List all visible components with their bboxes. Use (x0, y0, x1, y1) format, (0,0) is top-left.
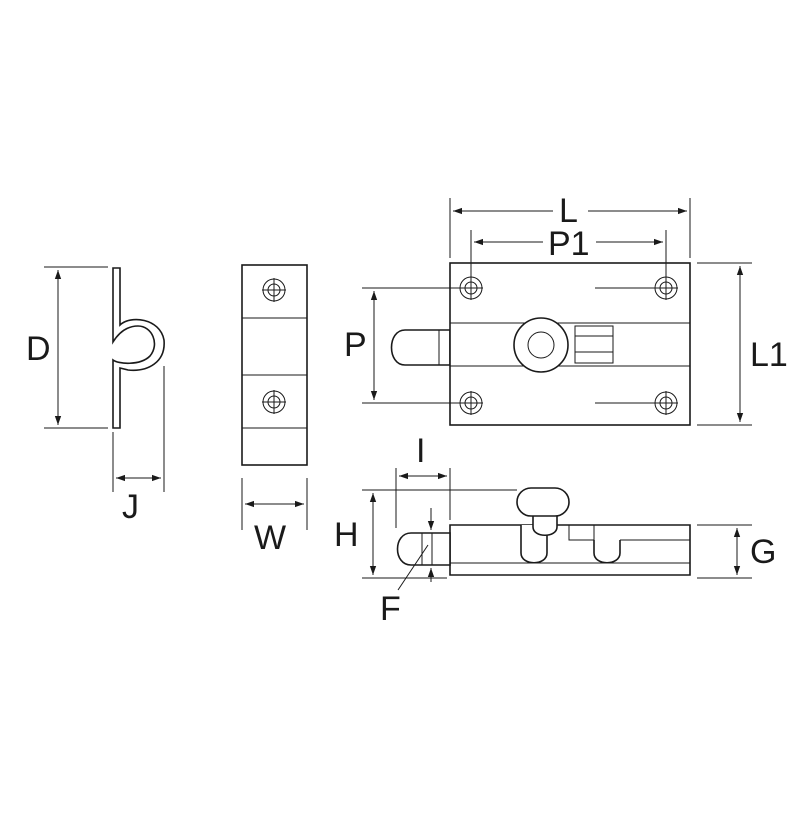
dimension-w: W (241, 478, 308, 557)
screw-hole-icon (654, 391, 678, 415)
strike-plate-side-view (112, 267, 165, 429)
barrel-bolt-side-view (396, 487, 691, 576)
label-l: L (559, 192, 578, 230)
dimension-p: P (344, 287, 459, 404)
dimension-j: J (112, 366, 165, 526)
screw-hole-icon (654, 276, 678, 300)
label-h: H (334, 516, 359, 554)
screw-hole-icon (262, 390, 286, 414)
barrel-bolt-top-view (390, 262, 691, 426)
strike-plate-front-view (241, 264, 308, 466)
label-j: J (122, 488, 139, 526)
dimension-d: D (26, 266, 108, 429)
label-g: G (750, 533, 776, 571)
dimension-f: F (380, 508, 435, 628)
label-w: W (254, 519, 286, 557)
label-d: D (26, 330, 51, 368)
dimension-p1: P1 (470, 225, 667, 276)
label-p1: P1 (548, 225, 590, 263)
label-l1: L1 (750, 336, 788, 374)
label-f: F (380, 590, 401, 628)
dimension-g: G (697, 524, 776, 579)
screw-hole-icon (262, 278, 286, 302)
dimension-l1: L1 (697, 262, 788, 426)
label-i: I (416, 432, 425, 470)
dimension-h: H (334, 489, 517, 579)
screw-hole-icon (459, 391, 483, 415)
dimension-i: I (395, 432, 451, 528)
screw-hole-icon (459, 276, 483, 300)
label-p: P (344, 326, 367, 364)
dimension-l: L (449, 192, 691, 258)
